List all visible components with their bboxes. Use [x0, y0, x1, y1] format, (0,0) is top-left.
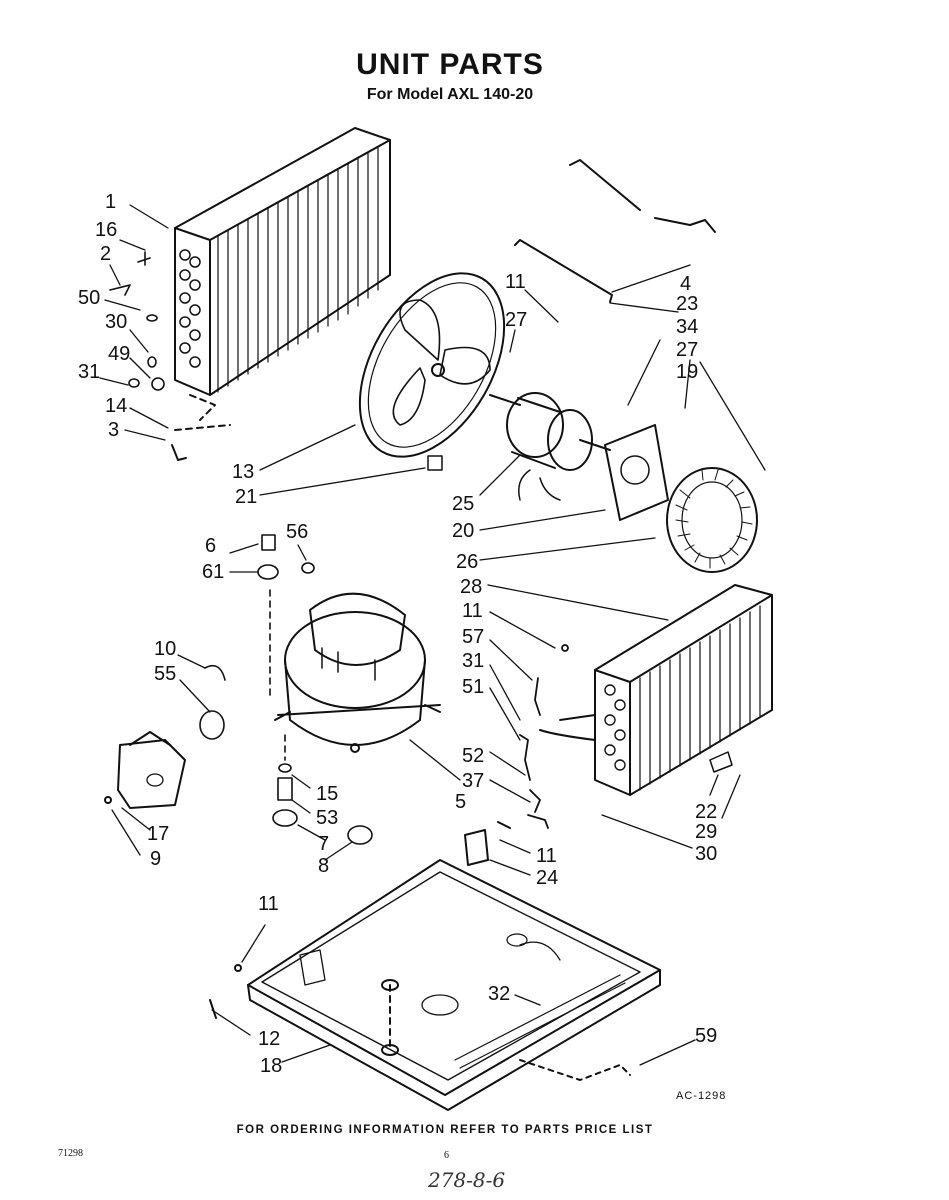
callout-label: 11 [536, 845, 557, 867]
callout-label: 2 [100, 243, 111, 265]
callout-label: 30 [695, 843, 717, 865]
page-number: 6 [444, 1150, 449, 1161]
callout-label: 6 [205, 535, 216, 557]
drawing-code: AC-1298 [676, 1090, 727, 1102]
compressor-hardware [199, 534, 373, 845]
callout-label: 15 [316, 783, 338, 805]
callout-label: 53 [316, 807, 338, 829]
condenser-fittings [109, 251, 165, 391]
callout-label: 61 [202, 561, 224, 583]
callout-label: 12 [258, 1028, 280, 1050]
callout-label: 31 [462, 650, 484, 672]
callout-label: 25 [452, 493, 474, 515]
callout-label: 21 [235, 486, 257, 508]
callout-label: 29 [695, 821, 717, 843]
callout-label: 11 [462, 600, 483, 622]
callout-label: 11 [505, 271, 526, 293]
callout-label: 50 [78, 287, 100, 309]
callout-label: 14 [105, 395, 127, 417]
callout-label: 10 [154, 638, 176, 660]
callout-label: 34 [676, 316, 698, 338]
callout-label: 28 [460, 576, 482, 598]
copper-tubes [519, 644, 569, 829]
terminal-cover [104, 731, 186, 809]
ordering-note: FOR ORDERING INFORMATION REFER TO PARTS … [236, 1124, 654, 1136]
callout-label: 11 [258, 893, 279, 915]
callout-label: 7 [318, 833, 329, 855]
condenser-coil [171, 127, 391, 461]
callout-label: 3 [108, 419, 119, 441]
callout-label: 30 [105, 311, 127, 333]
page-title: UNIT PARTS [356, 48, 544, 81]
callout-label: 9 [150, 848, 161, 870]
callout-label: 5 [455, 791, 466, 813]
callout-numbers: 1 16 2 50 30 49 31 14 3 11 27 4 23 34 27… [78, 191, 717, 1077]
callout-label: 52 [462, 745, 484, 767]
callout-label: 37 [462, 770, 484, 792]
callout-label: 8 [318, 855, 329, 877]
callout-label: 31 [78, 361, 100, 383]
fan-shroud [358, 272, 506, 471]
callout-label: 55 [154, 663, 176, 685]
callout-label: 4 [680, 273, 691, 295]
evaporator-coil [539, 584, 773, 796]
callout-label: 56 [286, 521, 308, 543]
callout-label: 19 [676, 361, 698, 383]
callout-label: 1 [105, 191, 116, 213]
callout-label: 20 [452, 520, 474, 542]
callout-label: 57 [462, 626, 484, 648]
mounting-bracket [464, 821, 511, 866]
blower-wheel [666, 467, 758, 573]
callout-label: 51 [462, 676, 484, 698]
handwritten-note: 278-8-6 [428, 1168, 506, 1192]
callout-label: 59 [695, 1025, 717, 1047]
callout-label: 24 [536, 867, 558, 889]
callout-label: 23 [676, 293, 698, 315]
callout-label: 32 [488, 983, 510, 1005]
fan-motor [489, 392, 669, 521]
callout-label: 22 [695, 801, 717, 823]
callout-label: 49 [108, 343, 130, 365]
model-subtitle: For Model AXL 140-20 [366, 86, 534, 103]
base-pan [209, 859, 661, 1111]
compressor [274, 592, 441, 753]
top-rods [514, 159, 716, 303]
callout-label: 26 [456, 551, 478, 573]
callout-label: 13 [232, 461, 254, 483]
callout-label: 17 [147, 823, 169, 845]
figure-number: 71298 [58, 1148, 83, 1159]
callout-label: 16 [95, 219, 117, 241]
callout-leaders [99, 204, 766, 1066]
callout-label: 27 [505, 309, 527, 331]
callout-label: 18 [260, 1055, 282, 1077]
callout-label: 27 [676, 339, 698, 361]
